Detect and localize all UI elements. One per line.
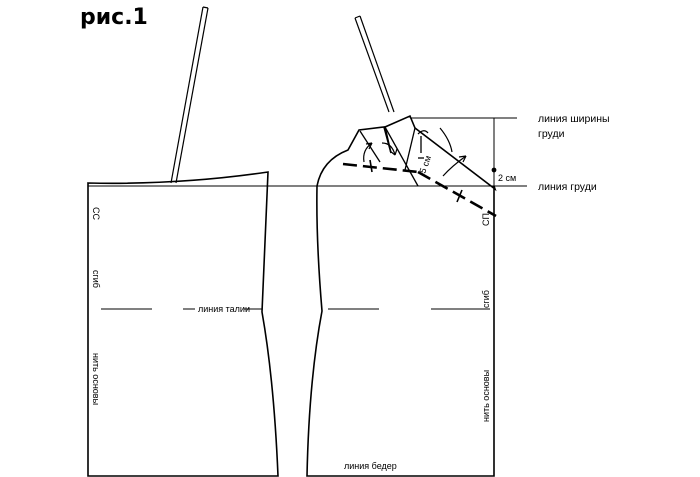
dart-lines — [359, 126, 419, 187]
label-fold-left: сгиб — [91, 270, 101, 288]
label-cc: СС — [91, 207, 101, 220]
label-5cm: 5 см — [417, 154, 433, 175]
label-bust-line: линия груди — [538, 181, 597, 193]
dashed-dart-line — [342, 162, 497, 218]
left-piece-outline — [87, 171, 279, 477]
right-pattern-piece — [306, 114, 497, 477]
point-2cm — [491, 167, 497, 173]
label-grain-right: нить основы — [481, 370, 491, 422]
pivot-marks — [417, 130, 429, 159]
label-fold-right: сгиб — [481, 290, 491, 308]
label-bust-width-line-2: груди — [538, 128, 565, 140]
label-2cm: 2 см — [498, 173, 516, 183]
left-pattern-piece — [87, 171, 279, 477]
label-hip-line: линия бедер — [344, 461, 397, 471]
rotation-arrows — [363, 127, 467, 177]
right-ruler — [354, 15, 395, 113]
label-waist-line: линия талии — [198, 304, 250, 314]
figure-title: рис.1 — [80, 5, 148, 30]
left-ruler — [170, 6, 209, 184]
right-piece-outline — [306, 114, 497, 477]
label-sp: СП — [481, 213, 491, 226]
bust-width-line — [410, 117, 517, 186]
dart-cross-marks — [369, 159, 463, 203]
label-grain-left: нить основы — [91, 353, 101, 405]
label-bust-width-line-1: линия ширины — [538, 113, 610, 125]
